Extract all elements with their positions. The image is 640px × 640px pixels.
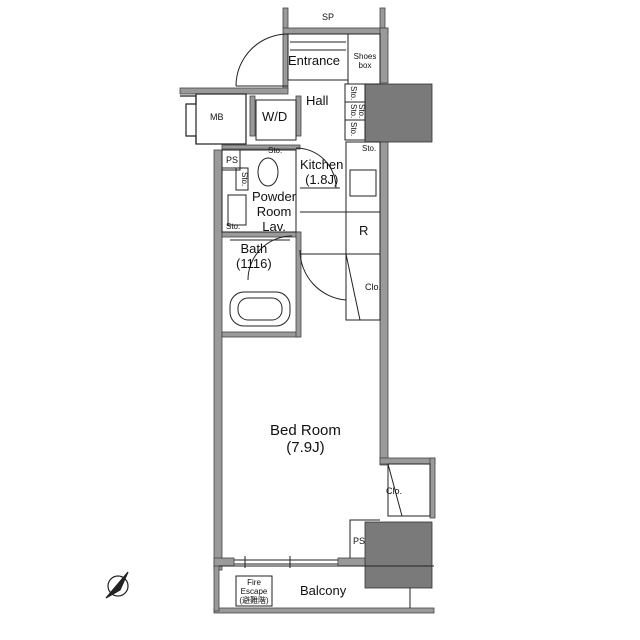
label-sp: SP — [322, 12, 335, 22]
label-storage-8: Sto. — [357, 104, 367, 119]
label-kitchen: Kitchen (1.8J) — [300, 157, 344, 187]
label-mb: MB — [210, 112, 224, 122]
label-storage-4: Sto. — [362, 144, 377, 153]
label-shoes-box: Shoes box — [353, 52, 377, 71]
walls — [179, 7, 436, 614]
shafts — [364, 83, 433, 589]
label-ps-upper: PS — [226, 155, 239, 165]
label-fire-escape: Fire Escape (避難階) — [239, 578, 269, 606]
label-balcony: Balcony — [300, 583, 347, 598]
label-storage-6: Sto. — [240, 172, 250, 187]
label-ps-lower: PS — [353, 536, 366, 546]
label-bath: Bath (1116) — [236, 241, 272, 271]
label-storage-3: Sto. — [349, 122, 359, 137]
label-closet-lower: Clo. — [386, 486, 403, 496]
label-powder-room: Powder Room Lav. — [252, 189, 297, 234]
label-storage-7: Sto. — [226, 222, 241, 231]
interior-lines — [219, 33, 434, 608]
label-storage-2: Sto. — [349, 104, 359, 119]
label-wd: W/D — [262, 109, 288, 124]
label-fridge: R — [359, 223, 369, 238]
label-storage-5: Sto. — [268, 146, 283, 155]
label-hall: Hall — [306, 93, 329, 108]
label-bedroom: Bed Room (7.9J) — [270, 422, 341, 457]
label-closet-upper: Clo. — [365, 282, 382, 292]
mb-box — [180, 93, 247, 145]
north-arrow-icon — [105, 571, 129, 599]
label-storage-1: Sto. — [349, 86, 359, 101]
label-entrance: Entrance — [288, 53, 341, 68]
